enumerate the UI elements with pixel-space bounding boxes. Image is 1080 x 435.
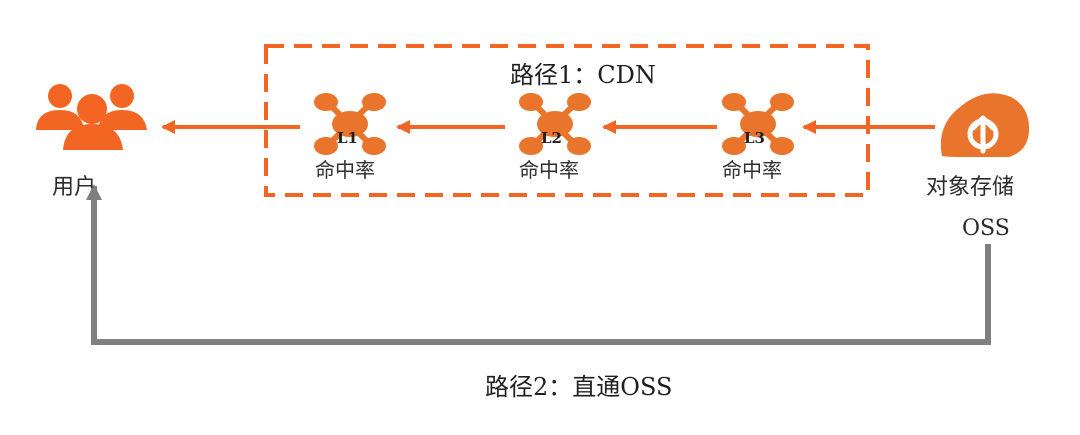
- user-label: 用户: [52, 175, 97, 200]
- node-label-l2: L2: [541, 129, 562, 147]
- hit-rate-label-l3: 命中率: [722, 158, 782, 182]
- cdn-node-l3-icon: [722, 93, 794, 155]
- object-storage-icon: [940, 93, 1030, 157]
- path1-title: 路径1：CDN: [510, 61, 656, 89]
- node-label-l1: L1: [337, 129, 358, 147]
- object-storage-label: 对象存储: [926, 175, 1015, 200]
- oss-label: OSS: [962, 216, 1010, 241]
- cdn-node-l1-icon: [314, 93, 386, 155]
- users-icon: [36, 84, 147, 150]
- hit-rate-label-l2: 命中率: [519, 158, 579, 182]
- direct-oss-path-arrow: [86, 184, 991, 345]
- node-label-l3: L3: [744, 129, 765, 147]
- cdn-node-l2-icon: [519, 93, 591, 155]
- path2-title: 路径2：直通OSS: [485, 373, 673, 401]
- hit-rate-label-l1: 命中率: [315, 158, 375, 182]
- cdn-path-boundary: [264, 44, 870, 197]
